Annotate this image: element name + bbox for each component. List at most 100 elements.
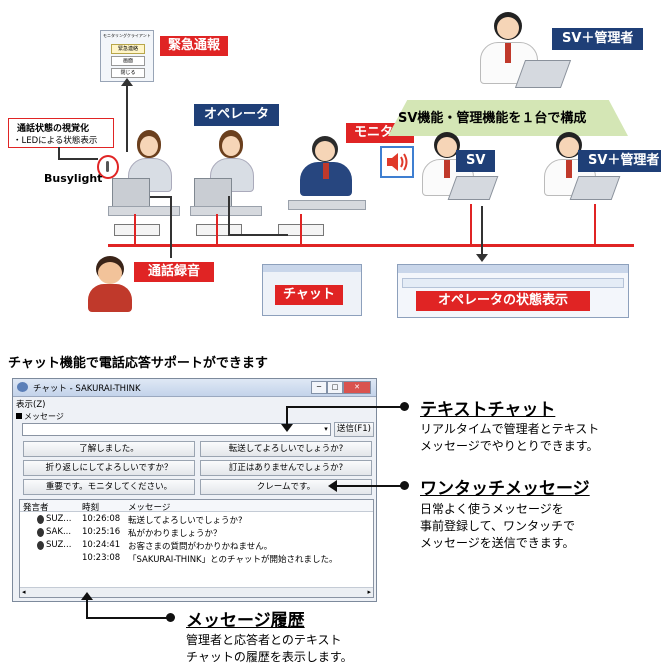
section-heading: チャット機能で電話応答サポートができます (8, 356, 268, 371)
customer-figure (84, 256, 136, 312)
network-drop-4 (470, 204, 472, 244)
history-row-time: 10:24:41 (82, 540, 121, 550)
history-pointer-head (81, 592, 93, 600)
chat-titlebar: チャット - SAKURAI-THINK ─ □ ✕ (13, 379, 376, 397)
operator-1-monitor (112, 178, 150, 208)
visualization-sub: ・LEDによる状態表示 (13, 136, 98, 146)
visualization-connector (58, 147, 60, 159)
status-display-label: オペレータの状態表示 (416, 291, 591, 311)
status-connector-arrow (476, 254, 488, 262)
chat-label: チャット (275, 285, 343, 305)
text-chat-title: テキストチャット (420, 400, 556, 420)
close-button[interactable]: ✕ (343, 381, 371, 394)
emergency-label: 緊急通報 (160, 36, 229, 56)
quick-message-button-1[interactable]: 了解しました。 (23, 441, 195, 457)
history-desc-2: チャットの履歴を表示します。 (186, 650, 353, 664)
one-touch-pointer-head (328, 480, 337, 492)
quick-message-button-4[interactable]: 訂正はありませんでしょうか? (200, 460, 372, 476)
speaker-icon-box (380, 146, 414, 178)
history-row-time: 10:25:16 (82, 527, 121, 537)
history-row-message: 「SAKURAI-THINK」とのチャットが開始されました。 (128, 555, 338, 565)
history-row[interactable]: SUZ... 10:24:41 お客さまの質問がわかりかねません。 (20, 540, 373, 552)
history-row-speaker: SUZ... (46, 540, 72, 550)
one-touch-title: ワンタッチメッセージ (420, 479, 590, 499)
operator-label: オペレータ (194, 104, 280, 126)
message-group-checkbox (16, 413, 22, 419)
history-bullet (166, 613, 175, 622)
minimize-button[interactable]: ─ (311, 381, 327, 394)
chat-app-icon (17, 382, 28, 392)
one-touch-bullet (400, 481, 409, 490)
history-header-message[interactable]: メッセージ (128, 503, 171, 513)
busylight-icon (106, 161, 109, 172)
message-input[interactable] (22, 423, 331, 436)
quick-message-button-5[interactable]: 重要です。モニタしてください。 (23, 479, 195, 495)
text-chat-pointer-v (286, 406, 288, 426)
operator-2-phone (196, 224, 242, 236)
visualization-box: 通話状態の視覚化 ・LEDによる状態表示 (8, 118, 114, 148)
sv-feature-banner: SV機能・管理機能を１台で構成 (398, 111, 587, 126)
message-group-label: メッセージ (16, 411, 64, 422)
quick-message-button-3[interactable]: 折り返しにしてよろしいですか？ (23, 460, 195, 476)
visualization-connector-h (58, 158, 98, 160)
one-touch-pointer (336, 485, 402, 487)
operator-1-phone (114, 224, 160, 236)
history-header-time[interactable]: 時刻 (82, 503, 100, 513)
operator-1-desk (108, 206, 180, 216)
chat-connector (228, 196, 230, 236)
sv-feature-banner-bg (388, 100, 628, 136)
sv-laptop (447, 176, 499, 200)
busylight-device (97, 155, 119, 179)
status-connector (481, 206, 483, 256)
scroll-left-icon[interactable]: ◂ (22, 588, 26, 596)
visualization-title: 通話状態の視覚化 (17, 124, 90, 134)
sv-label: SV (456, 150, 496, 172)
history-desc-1: 管理者と応答者とのテキスト (186, 633, 342, 647)
top-admin-laptop (514, 60, 572, 88)
emergency-client-title: モニタリングクライアント (103, 33, 151, 38)
history-row-message: 私がかわりましょうか？ (128, 529, 222, 539)
network-drop-1 (134, 214, 136, 244)
history-row-time: 10:26:08 (82, 514, 121, 524)
history-row[interactable]: SUZ... 10:26:08 転送してよろしいでしょうか? (20, 514, 373, 526)
history-list: 発言者 時刻 メッセージ SUZ... 10:26:08 転送してよろしいでしょ… (19, 499, 374, 598)
quick-message-button-2[interactable]: 転送してよろしいでしょうか? (200, 441, 372, 457)
status-display-window: オペレータの状態表示 (397, 264, 629, 318)
maximize-button[interactable]: □ (327, 381, 343, 394)
network-drop-2 (216, 214, 218, 244)
quick-message-button-6[interactable]: クレームです。 (200, 479, 372, 495)
top-sv-admin-label: SV＋管理者 (552, 28, 644, 50)
operator-2-monitor (194, 178, 232, 208)
emergency-client-button-1[interactable]: 緊急連絡 (111, 44, 145, 54)
chat-thumbnail: チャット (262, 264, 362, 316)
message-dropdown-arrow[interactable]: ▾ (324, 425, 328, 433)
history-row[interactable]: SAK... 10:25:16 私がかわりましょうか？ (20, 527, 373, 539)
emergency-client-button-3[interactable]: 閉じる (111, 68, 145, 78)
emergency-client-button-2[interactable]: 画面 (111, 56, 145, 66)
history-row-speaker: SUZ... (46, 514, 72, 524)
history-row[interactable]: 10:23:08 「SAKURAI-THINK」とのチャットが開始されました。 (20, 553, 373, 565)
emergency-arrow-head (121, 78, 133, 86)
menu-view[interactable]: 表示(Z) (16, 400, 46, 410)
user-icon (37, 528, 44, 537)
one-touch-desc-2: 事前登録して、ワンタッチで (420, 519, 576, 533)
send-button[interactable]: 送信(F1) (334, 422, 374, 437)
busylight-label: Busylight (44, 172, 103, 185)
operator-2-desk (190, 206, 262, 216)
monitoring-supervisor-figure (296, 136, 356, 198)
scroll-right-icon[interactable]: ▸ (367, 588, 371, 596)
text-chat-desc-2: メッセージでやりとりできます。 (420, 439, 599, 453)
chat-window: チャット - SAKURAI-THINK ─ □ ✕ 表示(Z) メッセージ ▾… (12, 378, 377, 602)
emergency-client-window: モニタリングクライアント 緊急連絡 画面 閉じる (100, 30, 154, 82)
network-drop-3 (300, 214, 302, 244)
network-drop-5 (594, 204, 596, 244)
history-scrollbar[interactable]: ◂ ▸ (20, 587, 373, 597)
chat-window-title: チャット - SAKURAI-THINK (33, 384, 141, 394)
text-chat-pointer-head (281, 424, 293, 432)
operator-1-figure (124, 130, 174, 192)
history-row-message: お客さまの質問がわかりかねません。 (128, 542, 273, 552)
user-icon (37, 541, 44, 550)
speaker-icon (387, 153, 408, 171)
one-touch-desc-1: 日常よく使うメッセージを (420, 502, 564, 516)
history-header-speaker[interactable]: 発言者 (23, 503, 49, 513)
